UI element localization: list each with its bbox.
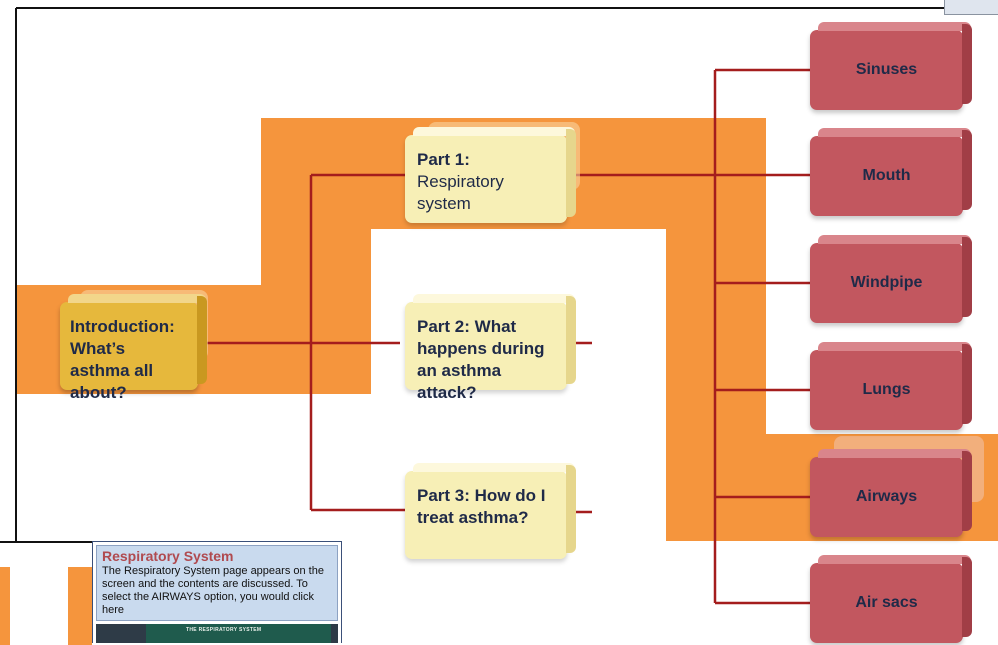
subtopic-mouth[interactable]: Mouth (810, 128, 972, 216)
highlight-path (16, 118, 998, 541)
callout-box: Respiratory System The Respiratory Syste… (96, 545, 338, 621)
part-1-title: Respiratory system (417, 172, 504, 213)
introduction-node[interactable]: Introduction: What’s asthma all about? (60, 294, 207, 402)
callout-panel: Respiratory System The Respiratory Syste… (92, 541, 342, 643)
part-2-node[interactable]: Part 2: What happens during an asthma at… (405, 294, 576, 402)
callout-body: The Respiratory System page appears on t… (102, 565, 324, 616)
callout-thumbnail: THE RESPIRATORY SYSTEM (96, 624, 338, 643)
subtopic-air-sacs-label: Air sacs (855, 594, 918, 611)
callout-title: Respiratory System (102, 548, 234, 564)
part-2-number: Part 2: (417, 317, 470, 336)
part-3-title: How do I treat asthma? (417, 486, 546, 527)
subtopic-air-sacs[interactable]: Air sacs (810, 555, 972, 643)
part-1-node[interactable]: Part 1: Respiratory system (405, 127, 576, 223)
underlying-panel (0, 541, 92, 645)
introduction-label: Introduction: What’s asthma all about? (70, 317, 175, 402)
subtopic-airways-label: Airways (855, 488, 918, 505)
subtopic-lungs-label: Lungs (862, 381, 911, 398)
underlying-panel-orange-a (0, 567, 10, 645)
subtopic-lungs[interactable]: Lungs (810, 342, 972, 430)
part-3-number: Part 3: (417, 486, 470, 505)
connector-lines (200, 68, 810, 605)
subtopic-mouth-label: Mouth (862, 167, 911, 184)
subtopic-windpipe-label: Windpipe (850, 274, 923, 291)
thumbnail-screen (146, 624, 331, 643)
part-2-title: What happens during an asthma attack? (417, 317, 545, 402)
subtopic-sinuses-label: Sinuses (855, 61, 918, 78)
window-corner (944, 0, 998, 15)
subtopic-airways[interactable]: Airways (810, 449, 972, 537)
part-3-node[interactable]: Part 3: How do I treat asthma? (405, 463, 576, 559)
subtopic-sinuses[interactable]: Sinuses (810, 22, 972, 110)
thumbnail-label: THE RESPIRATORY SYSTEM (186, 627, 262, 633)
part-1-number: Part 1: (417, 150, 470, 169)
subtopic-windpipe[interactable]: Windpipe (810, 235, 972, 323)
underlying-panel-orange-b (68, 567, 92, 645)
